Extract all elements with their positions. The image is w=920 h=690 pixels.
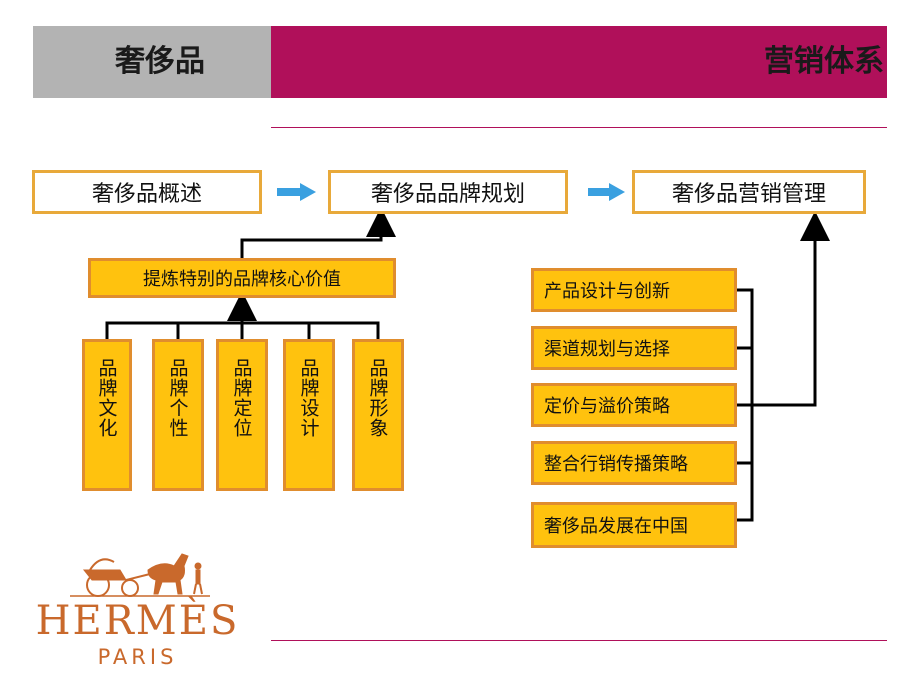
marketing-item-channel: 渠道规划与选择 [531, 326, 737, 370]
marketing-item-pricing: 定价与溢价策略 [531, 383, 737, 427]
flow-step-brand-planning: 奢侈品品牌规划 [328, 170, 568, 214]
marketing-item-china: 奢侈品发展在中国 [531, 502, 737, 548]
marketing-item-product: 产品设计与创新 [531, 268, 737, 312]
header-left-title: 奢侈品 [115, 44, 205, 79]
carriage-logo-icon [70, 553, 210, 597]
top-rule [271, 127, 887, 128]
flow-step-marketing-management: 奢侈品营销管理 [632, 170, 866, 214]
brand-item-image: 品牌形象 [352, 339, 404, 491]
flow-arrow-2 [588, 183, 625, 201]
brand-item-design: 品牌设计 [283, 339, 335, 491]
brand-item-culture: 品牌文化 [82, 339, 132, 491]
header-right-band [271, 26, 887, 98]
marketing-item-communication: 整合行销传播策略 [531, 441, 737, 485]
bottom-rule [271, 640, 887, 641]
header-left-band [33, 26, 271, 98]
core-value-box: 提炼特别的品牌核心价值 [88, 258, 396, 298]
brand-item-positioning: 品牌定位 [216, 339, 268, 491]
hermes-logo-word: HERMÈS [35, 598, 240, 644]
hermes-logo-paris: PARIS [97, 645, 178, 669]
flow-step-overview: 奢侈品概述 [32, 170, 262, 214]
flow-arrow-1 [277, 183, 316, 201]
brand-item-personality: 品牌个性 [152, 339, 204, 491]
header-right-title: 营销体系 [764, 44, 884, 79]
